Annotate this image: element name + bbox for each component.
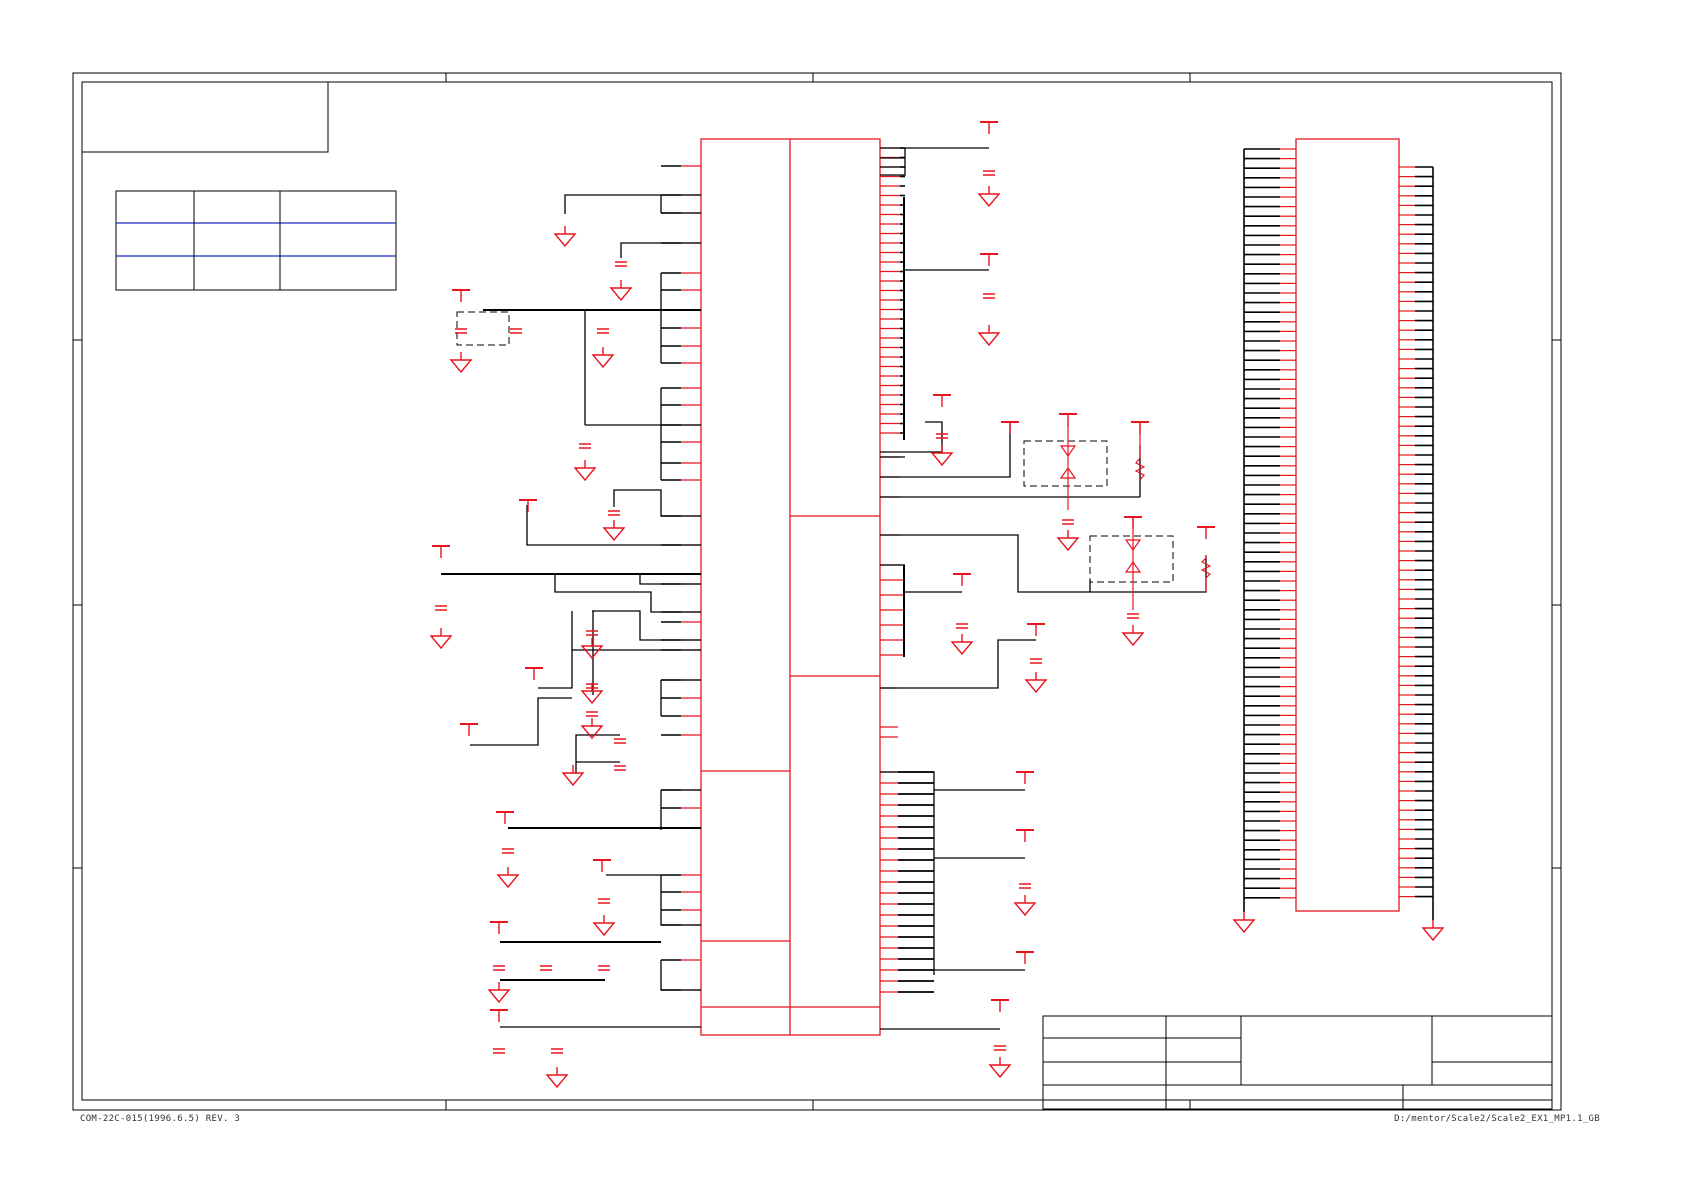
ground-icon bbox=[574, 460, 596, 481]
wiring bbox=[441, 147, 1207, 1030]
file-path-label: D:/mentor/Scale2/Scale2_EX1_MP1.1_GB bbox=[1394, 1114, 1600, 1124]
power-rail-icon bbox=[990, 999, 1010, 1012]
power-rail-icon bbox=[489, 921, 509, 934]
power-rail-icon bbox=[1015, 771, 1035, 784]
power-rail-icon bbox=[459, 723, 479, 736]
corner-note-box bbox=[82, 82, 329, 153]
ground-icon bbox=[593, 915, 615, 936]
power-rail-icon bbox=[592, 859, 612, 872]
revision-grid bbox=[115, 190, 397, 291]
capacitor-icon bbox=[501, 848, 515, 854]
main-ic bbox=[661, 138, 934, 1036]
power-rail-icon bbox=[952, 573, 972, 586]
ground-icon bbox=[978, 186, 1000, 207]
ground-icon bbox=[1122, 625, 1144, 646]
capacitor-icon bbox=[982, 293, 996, 299]
power-rail-icon bbox=[1000, 421, 1020, 434]
power-rail-icon bbox=[451, 289, 471, 302]
ground-icon bbox=[562, 765, 584, 786]
capacitor-icon bbox=[614, 261, 628, 267]
power-rail-icon bbox=[979, 121, 999, 134]
capacitor-icon bbox=[585, 630, 599, 636]
capacitor-icon bbox=[613, 738, 627, 744]
ground-icon bbox=[1233, 912, 1255, 933]
ground-icon bbox=[488, 982, 510, 1003]
capacitor-icon bbox=[578, 443, 592, 449]
title-block bbox=[1042, 1015, 1553, 1110]
ground-icon bbox=[450, 352, 472, 373]
drawing-frame bbox=[72, 72, 1562, 1111]
power-rail-icon bbox=[1026, 623, 1046, 636]
capacitor-icon bbox=[1018, 883, 1032, 889]
capacitor-icon bbox=[1126, 613, 1140, 619]
ground-icon bbox=[497, 867, 519, 888]
ground-icon bbox=[978, 325, 1000, 346]
ground-icon bbox=[951, 634, 973, 655]
capacitor-icon bbox=[597, 898, 611, 904]
power-rail-icon bbox=[1196, 526, 1216, 539]
ground-icon bbox=[603, 520, 625, 541]
capacitor-icon bbox=[434, 605, 448, 611]
ground-icon bbox=[931, 445, 953, 466]
power-rail-icon bbox=[431, 545, 451, 558]
ground-icon bbox=[546, 1067, 568, 1088]
ground-icon bbox=[989, 1057, 1011, 1078]
ground-icon bbox=[1014, 895, 1036, 916]
power-rail-icon bbox=[932, 394, 952, 407]
ground-icon bbox=[1057, 530, 1079, 551]
ground-icon bbox=[610, 280, 632, 301]
power-rail-icon bbox=[524, 667, 544, 680]
capacitor-icon bbox=[454, 328, 468, 334]
capacitor-icon bbox=[597, 965, 611, 971]
dashed-groups bbox=[456, 311, 1174, 583]
power-rail-icon bbox=[495, 811, 515, 824]
ground-icon bbox=[1422, 920, 1444, 941]
capacitor-icon bbox=[492, 965, 506, 971]
capacitor-icon bbox=[607, 510, 621, 516]
capacitor-icon bbox=[492, 1048, 506, 1054]
form-code-label: COM-22C-015(1996.6.5) REV. 3 bbox=[80, 1114, 241, 1124]
power-rail-icon bbox=[979, 253, 999, 266]
ground-icon bbox=[592, 347, 614, 368]
capacitor-icon bbox=[1061, 519, 1075, 525]
capacitor-icon bbox=[982, 170, 996, 176]
capacitor-icon bbox=[955, 623, 969, 629]
capacitor-icon bbox=[613, 765, 627, 771]
capacitor-icon bbox=[509, 328, 523, 334]
power-rail-icon bbox=[518, 499, 538, 512]
capacitor-icon bbox=[539, 965, 553, 971]
power-rail-icon bbox=[489, 1009, 509, 1022]
capacitor-icon bbox=[596, 328, 610, 334]
resistors bbox=[1134, 422, 1212, 592]
capacitor-icon bbox=[550, 1048, 564, 1054]
ground-icon bbox=[581, 638, 603, 659]
capacitor-icon bbox=[993, 1045, 1007, 1051]
board-connector bbox=[1243, 138, 1434, 920]
ground-icon bbox=[554, 226, 576, 247]
capacitor-icon bbox=[585, 711, 599, 717]
ground-icon bbox=[581, 683, 603, 704]
ground-icon bbox=[430, 628, 452, 649]
tvs-diodes bbox=[1059, 422, 1142, 610]
power-rail-icon bbox=[1015, 829, 1035, 842]
capacitor-icon bbox=[1029, 658, 1043, 664]
power-rail-icon bbox=[1015, 951, 1035, 964]
ground-icon bbox=[1025, 672, 1047, 693]
